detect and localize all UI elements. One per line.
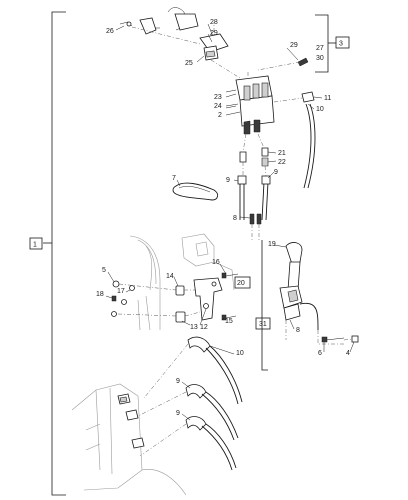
callout-9-lower-b: 9 (176, 410, 180, 417)
callout-29-top: 29 (210, 30, 218, 37)
callout-3: 3 (339, 41, 343, 48)
callout-17: 17 (117, 288, 125, 295)
hose-10-lower (187, 336, 243, 405)
callout-30: 30 (316, 55, 324, 62)
callout-labels: 1 3 26 28 29 25 29 27 30 23 24 2 11 10 2… (33, 19, 350, 417)
leader-lines (105, 23, 355, 421)
assembly-bracket-3 (315, 14, 350, 73)
hose-10-upper (303, 103, 316, 189)
joystick-assembly (261, 240, 344, 371)
callout-8-right: 8 (296, 327, 300, 334)
callout-11: 11 (324, 95, 331, 102)
pin-29 (257, 57, 309, 71)
bolt-16 (221, 272, 239, 279)
callout-24: 24 (214, 103, 222, 110)
callout-27: 27 (316, 45, 324, 52)
callout-9-right: 9 (274, 169, 278, 176)
callout-9-lower-a: 9 (176, 378, 180, 385)
callout-18: 18 (96, 291, 104, 298)
elbow-fitting-11 (273, 91, 315, 103)
tractor-housing-lower (71, 383, 187, 496)
hoses-9-upper (237, 162, 271, 221)
callout-12: 12 (200, 324, 208, 331)
spacer-13 (175, 311, 201, 323)
callout-16: 16 (212, 259, 220, 266)
callout-6: 6 (318, 350, 322, 357)
hose-9-lower-a (185, 384, 239, 441)
screw-15 (221, 314, 237, 321)
callout-20: 20 (237, 280, 245, 287)
callout-13: 13 (190, 324, 198, 331)
callout-31: 31 (259, 321, 267, 328)
callout-28: 28 (210, 19, 218, 26)
callout-1: 1 (33, 242, 37, 249)
control-valve-assembly (225, 72, 275, 135)
callout-15: 15 (225, 318, 233, 325)
upper-mount-bracket (119, 7, 241, 79)
callout-25: 25 (185, 60, 193, 67)
spacer-14 (175, 285, 196, 296)
callout-10-upper: 10 (316, 106, 324, 113)
fittings-8-upper (249, 213, 262, 240)
callout-box-31 (255, 317, 271, 330)
callout-10-lower: 10 (236, 350, 244, 357)
callout-21: 21 (278, 150, 286, 157)
hardware-5-17-18 (111, 280, 177, 317)
callout-4: 4 (346, 350, 350, 357)
support-bracket-12 (193, 277, 223, 321)
pin-4 (343, 335, 359, 343)
callout-2: 2 (218, 112, 222, 119)
callout-19: 19 (268, 241, 276, 248)
hose-9-lower-b (185, 416, 237, 471)
hose-dashed-links (129, 343, 189, 457)
callout-23: 23 (214, 94, 222, 101)
pin-6 (321, 336, 345, 343)
callout-box-20 (234, 276, 251, 289)
callout-26: 26 (106, 28, 114, 35)
fittings-21-22 (239, 133, 269, 167)
callout-7: 7 (172, 175, 176, 182)
callout-22: 22 (278, 159, 286, 166)
belt-7 (172, 182, 219, 201)
callout-29-right: 29 (290, 42, 298, 49)
assembly-bracket-1 (29, 11, 66, 496)
tractor-frame-middle (129, 233, 235, 331)
callout-5: 5 (102, 267, 106, 274)
callout-8-upper: 8 (233, 215, 237, 222)
callout-14: 14 (166, 273, 174, 280)
callout-9-left: 9 (226, 177, 230, 184)
